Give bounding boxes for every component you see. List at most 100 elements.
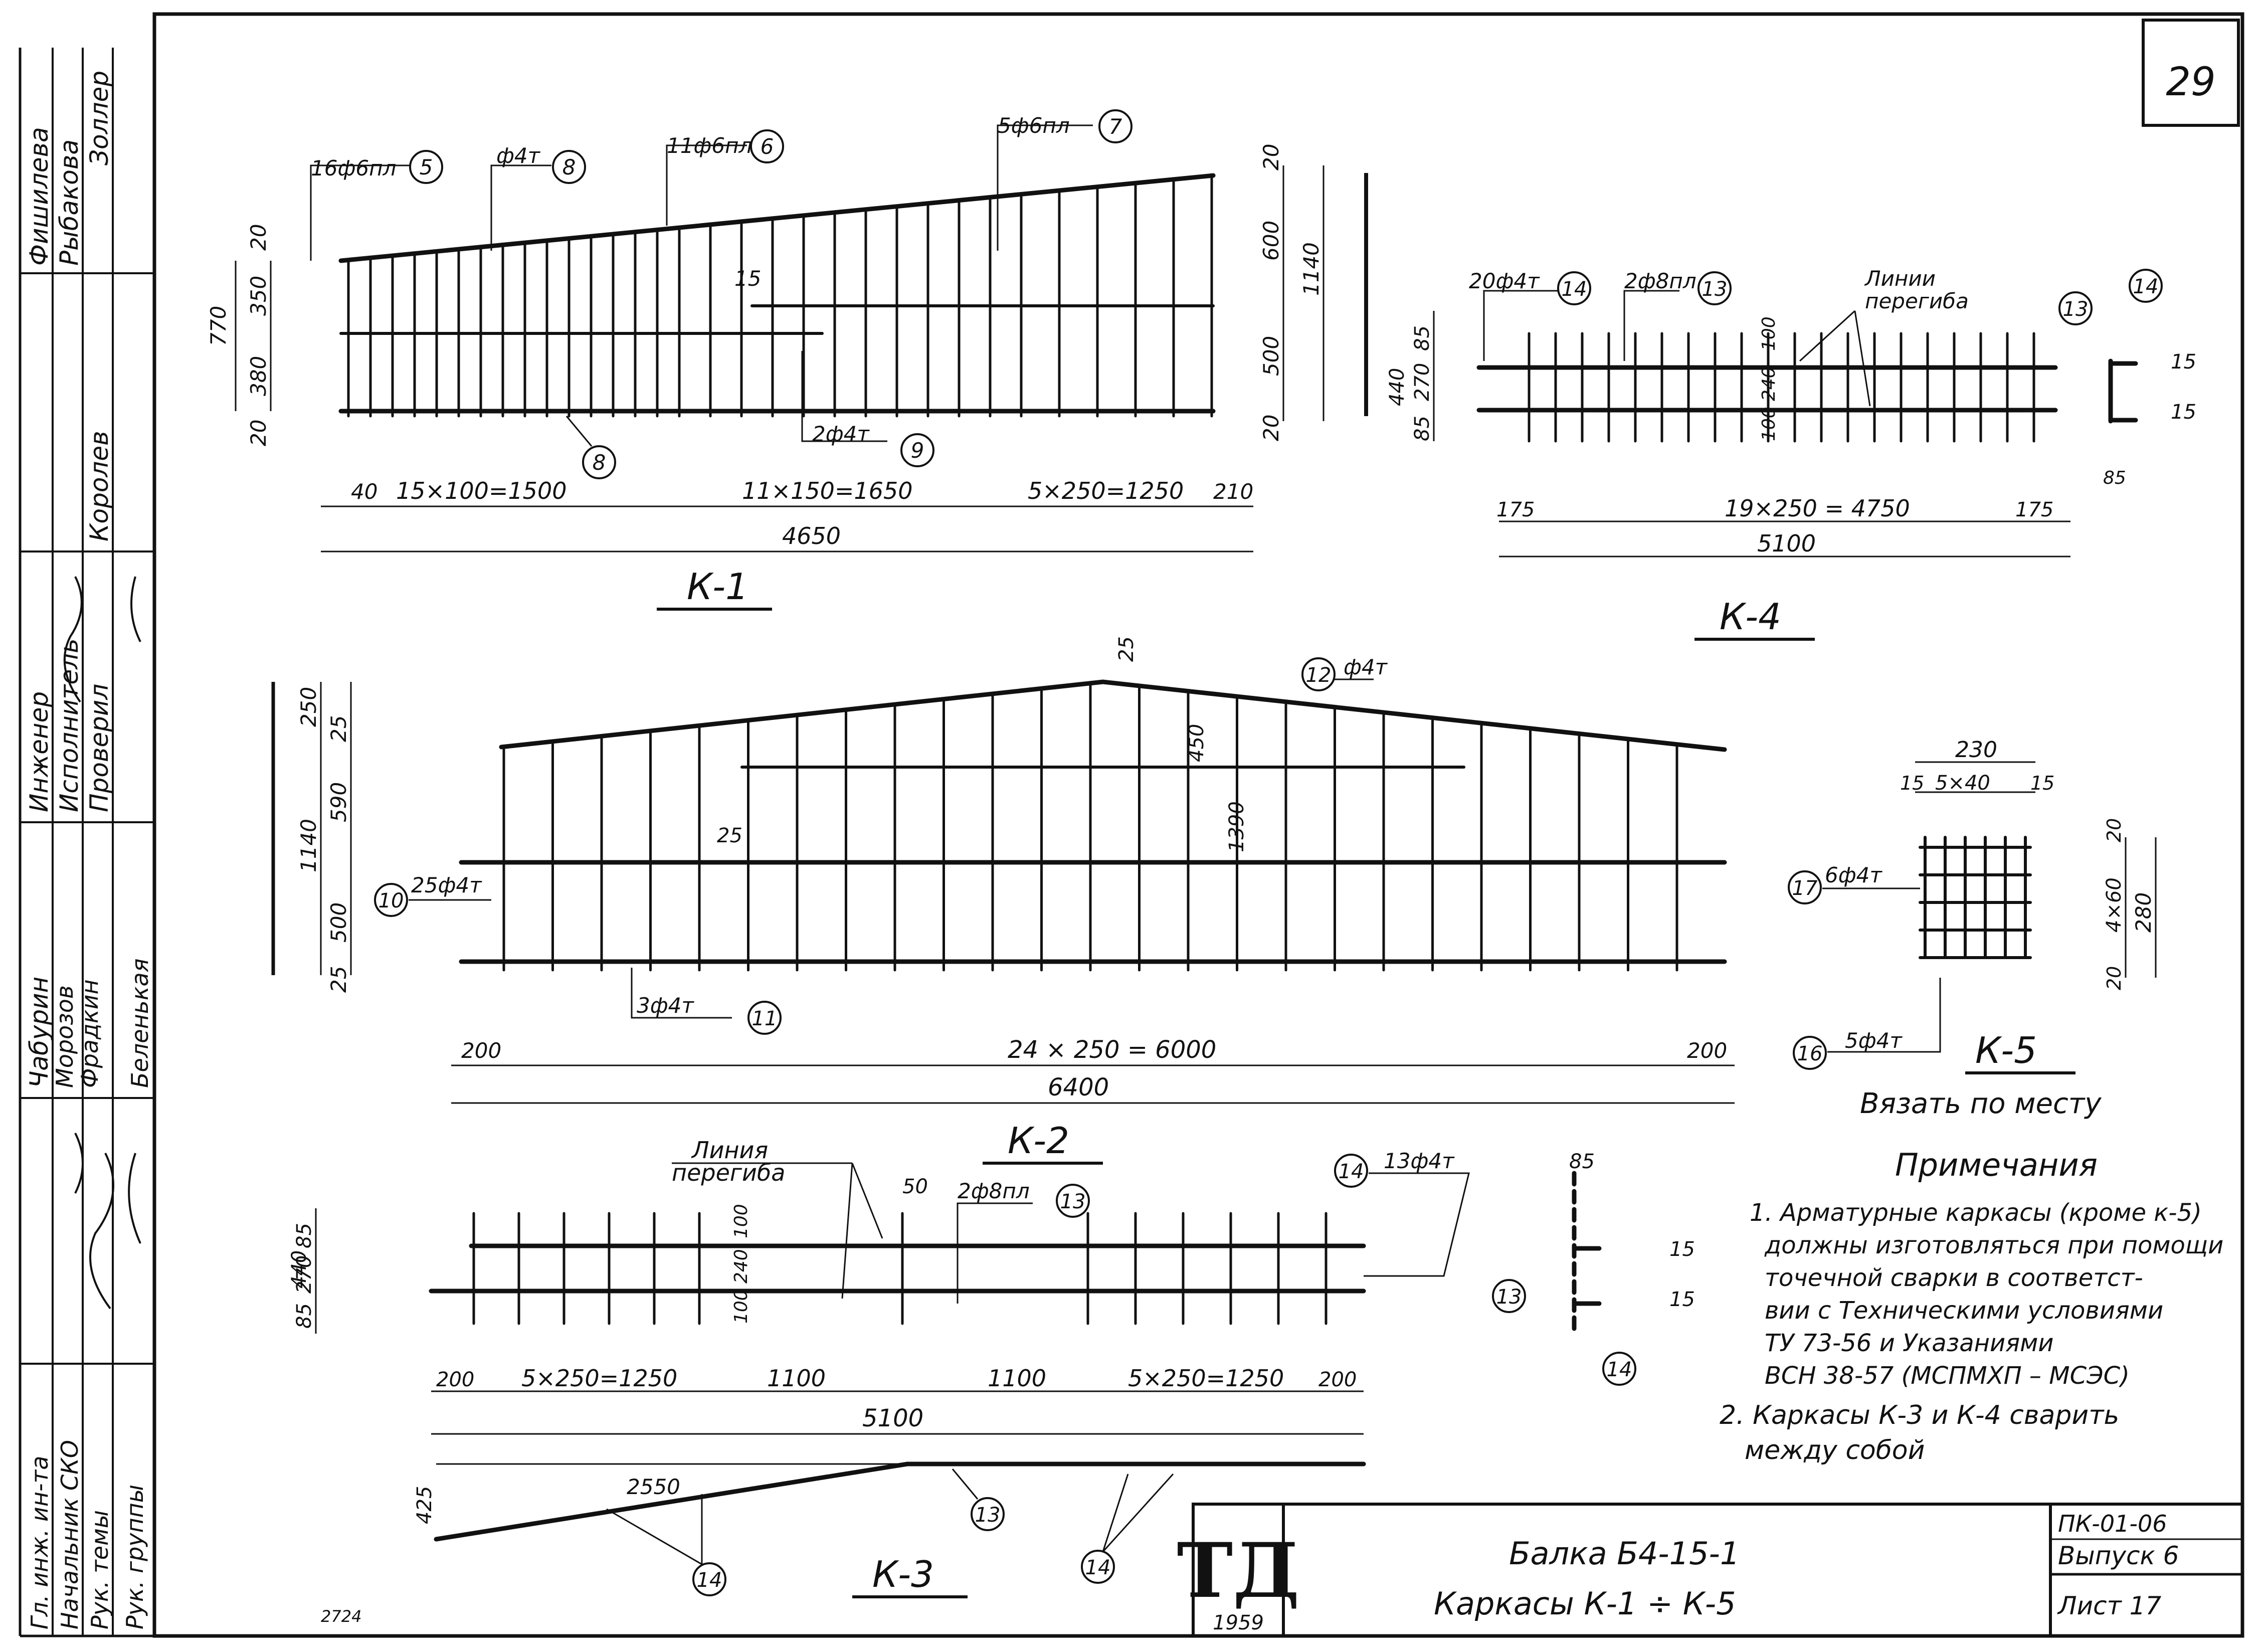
k5-callout-0: 6ф4т bbox=[1825, 863, 1882, 887]
k5-mesh bbox=[1919, 836, 2032, 959]
k2-dim-i2: 1390 bbox=[1225, 801, 1248, 852]
k1-dim-r0: 20 bbox=[1259, 144, 1283, 170]
stamp-role-checked: Проверил bbox=[85, 684, 114, 812]
k4-dim-l3: 85 bbox=[1411, 416, 1434, 441]
k3-detail-dim-1: 15 bbox=[1669, 1238, 1695, 1261]
k4-detail-marker-14: 14 bbox=[2133, 275, 2159, 298]
k1-top-rod bbox=[338, 173, 1216, 263]
drawing-issue: Выпуск 6 bbox=[2058, 1541, 2179, 1570]
k2-dim-l4: 500 bbox=[326, 902, 351, 943]
k5-dim-t0: 230 bbox=[1955, 737, 1997, 763]
k5-dim-r0: 20 bbox=[2103, 818, 2125, 842]
frame-k5: 230 15 5×40 15 20 4×60 280 20 17 6ф4т 16… bbox=[1788, 737, 2157, 1120]
k1-dim-l2: 770 bbox=[206, 306, 231, 346]
frame-k3: 85 270 440 85 50 100 240 100 200 5×250=1… bbox=[288, 1137, 1695, 1598]
k1-dim-r3: 500 bbox=[1259, 336, 1283, 376]
k5-callout-1: 5ф4т bbox=[1845, 1028, 1903, 1053]
k1-dim-b2: 11×150=1650 bbox=[742, 477, 913, 504]
k3-dim-b1: 5×250=1250 bbox=[521, 1365, 677, 1392]
k1-dim-b1: 15×100=1500 bbox=[396, 477, 567, 504]
k4-dim-l2: 440 bbox=[1386, 368, 1409, 406]
k3-dim-b5: 200 bbox=[1318, 1368, 1357, 1391]
k3-dim-b3: 1100 bbox=[988, 1365, 1046, 1392]
k4-marker-14: 14 bbox=[1562, 278, 1587, 301]
note-line-6: ВСН 38-57 (МСПМХП – МСЭС) bbox=[1765, 1362, 2130, 1390]
k1-title: К-1 bbox=[687, 566, 748, 608]
k3-detail-marker-14: 14 bbox=[1607, 1358, 1632, 1381]
sheet-number-box: 29 bbox=[2142, 19, 2240, 127]
k3-detail-dim-0: 85 bbox=[1569, 1150, 1595, 1173]
k1-stirrups bbox=[347, 174, 1213, 418]
k3-dim-b4: 5×250=1250 bbox=[1128, 1365, 1284, 1392]
notes-heading: Примечания bbox=[1895, 1147, 2098, 1183]
k2-dim-b1: 24 × 250 = 6000 bbox=[1008, 1036, 1216, 1064]
drawing-title-line1: Балка Б4-15-1 bbox=[1509, 1535, 1740, 1572]
k4-dim-i1: 240 bbox=[1759, 366, 1779, 401]
k1-dim-r4: 20 bbox=[1259, 415, 1283, 441]
k1-callout-3: 5ф6пл bbox=[998, 113, 1070, 138]
note-line-8: между собой bbox=[1745, 1435, 1925, 1465]
drawing-sheet: Лист 17 bbox=[2057, 1591, 2161, 1620]
k2-marker-10: 10 bbox=[379, 889, 404, 912]
k1-dim-mid: 15 bbox=[734, 266, 761, 291]
title-block: ТД 1959 Балка Б4-15-1 Каркасы К-1 ÷ К-5 … bbox=[1177, 1503, 2244, 1637]
k3-dim-total: 5100 bbox=[862, 1404, 923, 1432]
k4-dim-b1: 19×250 = 4750 bbox=[1725, 495, 1910, 522]
k1-callout-4: 2ф4т bbox=[812, 422, 870, 446]
k3-bent-dim-0: 425 bbox=[413, 1486, 436, 1524]
k1-marker-5: 5 bbox=[420, 155, 433, 179]
k5-dim-r2: 280 bbox=[2131, 892, 2156, 933]
ta-logo: ТД bbox=[1177, 1527, 1300, 1615]
k5-title: К-5 bbox=[1975, 1029, 2037, 1071]
k3-detail-dim-2: 15 bbox=[1669, 1288, 1695, 1311]
k1-callout-1: ф4т bbox=[496, 143, 541, 168]
stamp-name-belenkaya: Беленькая bbox=[126, 959, 153, 1088]
k2-marker-12: 12 bbox=[1306, 664, 1332, 687]
k3-stirrups bbox=[472, 1212, 1328, 1325]
k3-dim-b2: 1100 bbox=[767, 1365, 826, 1392]
k3-title: К-3 bbox=[872, 1553, 934, 1595]
k4-marker-13: 13 bbox=[1702, 278, 1728, 301]
frame-k4: 85 270 440 85 100 240 100 175 19×250 = 4… bbox=[1364, 173, 2196, 641]
stamp-role-executor: Исполнитель bbox=[55, 638, 84, 812]
k5-dim-t1: 15 bbox=[1900, 772, 1924, 794]
k1-dim-r2: 1140 bbox=[1299, 242, 1324, 296]
k5-dim-r3: 20 bbox=[2103, 966, 2125, 990]
k3-marker-13: 13 bbox=[1060, 1190, 1086, 1213]
k5-marker-16: 16 bbox=[1797, 1042, 1823, 1065]
k4-callout-1: 2ф8пл bbox=[1624, 269, 1696, 293]
sheet-number: 29 bbox=[2166, 60, 2215, 105]
k1-callout-2: 11ф6пл bbox=[667, 133, 752, 158]
k3-dim-i2: 240 bbox=[731, 1249, 751, 1283]
k2-top-rod-left bbox=[499, 679, 1105, 750]
k2-dim-l0: 250 bbox=[296, 687, 321, 727]
k2-callout-1: 25ф4т bbox=[411, 873, 482, 897]
stamp-role-head-sko: Начальник СКО bbox=[56, 1440, 83, 1629]
k3-callout-0: Линия bbox=[691, 1137, 768, 1164]
stamp-role-topic-lead: Рук. темы bbox=[86, 1510, 113, 1629]
k1-callout-0: 16ф6пл bbox=[311, 156, 396, 180]
k4-dim-i2: 100 bbox=[1759, 407, 1779, 441]
k2-dim-l1: 25 bbox=[326, 715, 351, 742]
stamp-name-fradkin: Фрадкин bbox=[76, 979, 103, 1088]
k5-dim-t2: 5×40 bbox=[1935, 772, 1990, 795]
k4-detail-dim-1: 15 bbox=[2171, 401, 2196, 424]
k3-dim-l3: 85 bbox=[293, 1303, 316, 1329]
k2-callout-2: 3ф4т bbox=[637, 993, 694, 1018]
k2-dim-total: 6400 bbox=[1048, 1073, 1109, 1102]
k4-stirrups bbox=[1528, 332, 2035, 443]
k3-bent-marker-14b: 14 bbox=[1085, 1556, 1111, 1579]
note-line-7: 2. Каркасы К-3 и К-4 сварить bbox=[1720, 1400, 2119, 1430]
k3-callout-2: 2ф8пл bbox=[958, 1179, 1030, 1203]
k3-dim-i1: 100 bbox=[731, 1204, 751, 1238]
k3-callout-3: 13ф4т bbox=[1384, 1149, 1455, 1173]
k1-dim-l0: 20 bbox=[246, 224, 271, 251]
k1-dim-l3: 380 bbox=[246, 356, 271, 396]
k2-dim-l2: 590 bbox=[326, 782, 351, 822]
k3-dim-i3: 100 bbox=[731, 1289, 751, 1324]
k3-bent-dim-1: 2550 bbox=[627, 1475, 680, 1499]
note-line-3: точечной сварки в соответст- bbox=[1765, 1264, 2143, 1292]
k3-dim-l1: 270 bbox=[293, 1255, 316, 1294]
k2-marker-11: 11 bbox=[752, 1007, 778, 1030]
k1-marker-8b: 8 bbox=[593, 450, 606, 475]
